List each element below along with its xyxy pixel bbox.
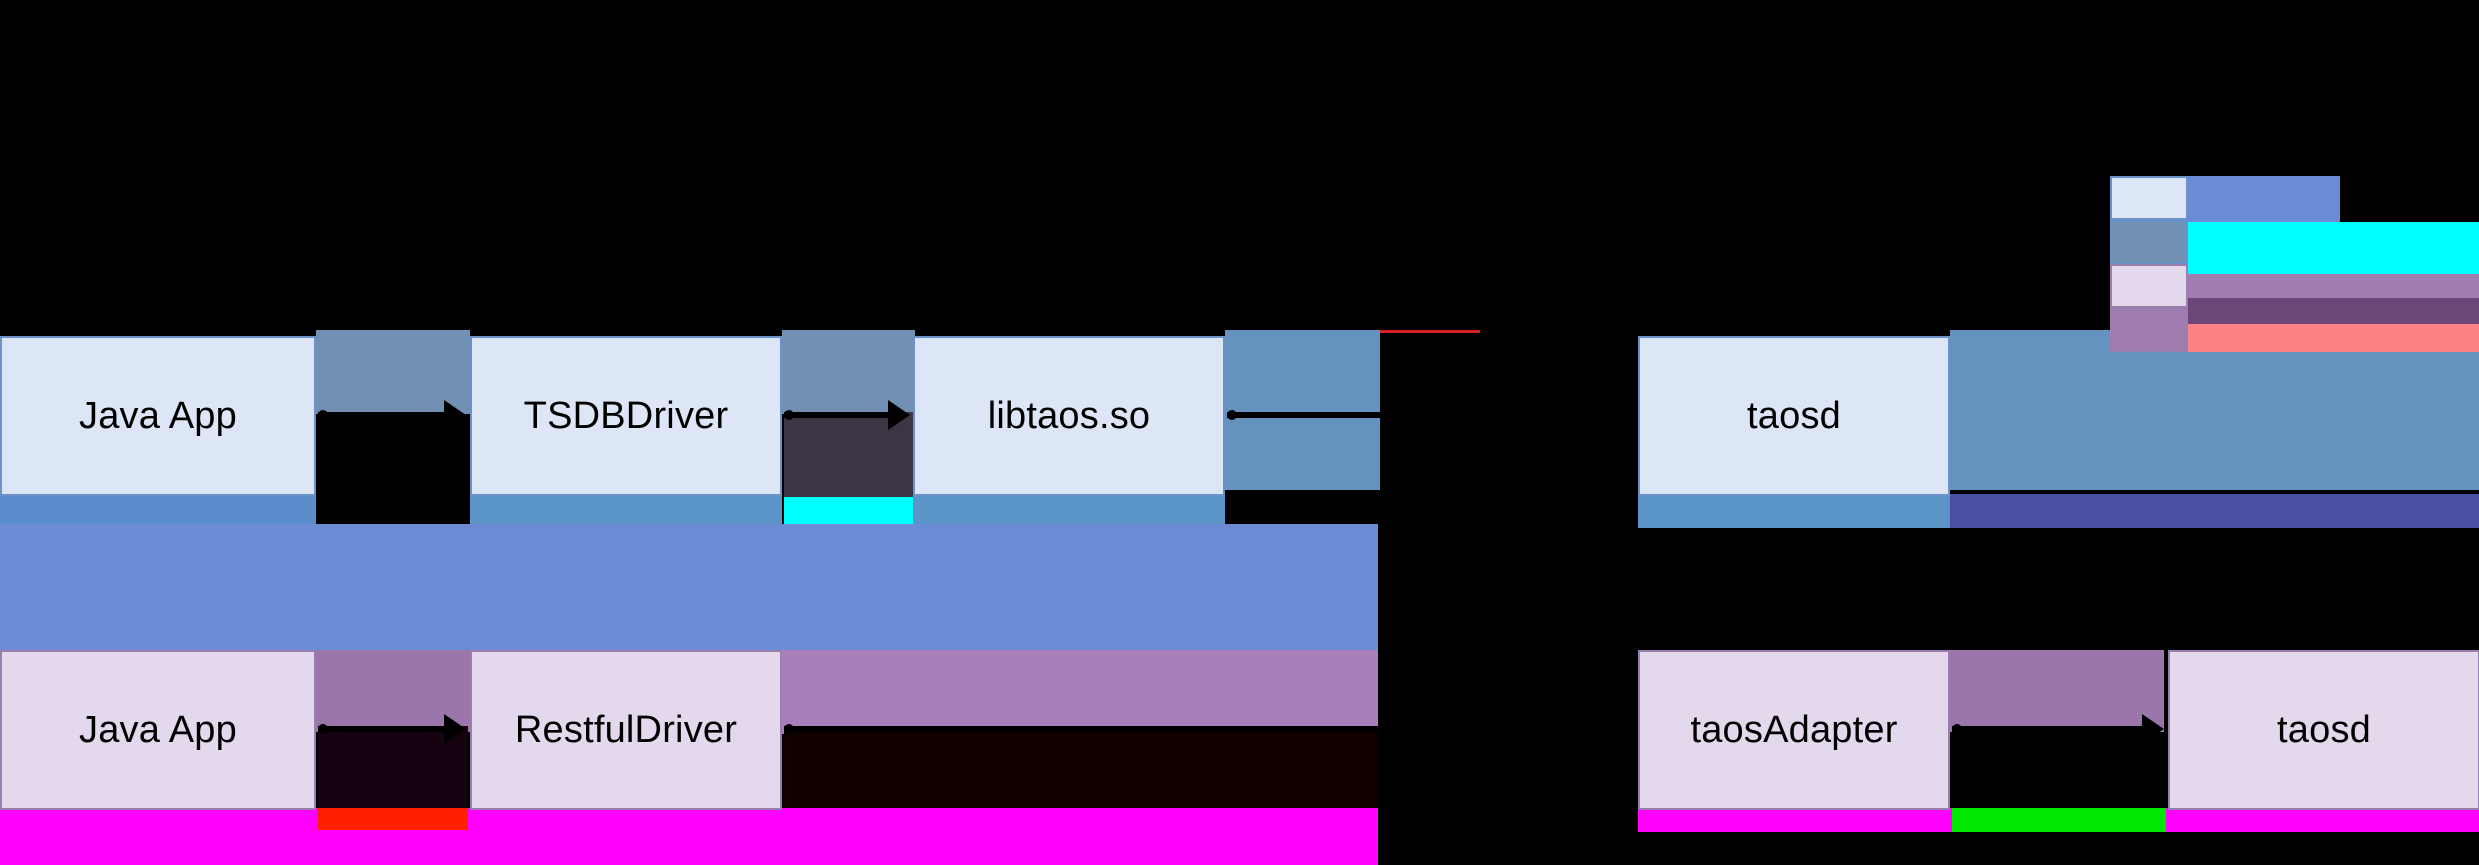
band-top-steel-d <box>1950 330 2479 490</box>
band-violet-wide <box>782 650 1378 734</box>
band-blue-wide <box>0 524 1378 652</box>
c-javaapp-restfuldriver-arrowhead-icon <box>444 714 466 744</box>
legend <box>2110 176 2479 362</box>
band-magenta-a <box>0 808 318 832</box>
c-tsdbdriver-libtaos-line <box>784 412 890 418</box>
band-legend-plum <box>2188 274 2479 302</box>
c-javaapp-tsdbdriver-arrowhead-icon <box>444 400 466 430</box>
node-label-restful-driver: RestfulDriver <box>514 709 738 751</box>
c-tsdbdriver-libtaos-arrowhead-icon <box>888 400 910 430</box>
band-underline-e <box>1950 494 2479 528</box>
legend-native-process-swatch <box>2110 176 2188 220</box>
band-cyan-accent <box>784 497 915 527</box>
c-restfuldriver-adapter-arrowhead-icon <box>1612 714 1634 744</box>
node-taosd-rest[interactable]: taosd <box>2168 650 2479 810</box>
band-thin-red <box>1380 330 1480 333</box>
band-violet-node2 <box>1950 650 2164 732</box>
node-label-java-app-native: Java App <box>79 395 237 437</box>
node-java-app-rest[interactable]: Java App <box>0 650 316 810</box>
c-libtaos-taosd-line <box>1227 412 1615 418</box>
node-label-java-app-rest: Java App <box>79 709 237 751</box>
node-label-taosd-rest: taosd <box>2277 709 2371 751</box>
band-red-accent <box>318 808 468 832</box>
node-label-taosd-native: taosd <box>1747 395 1841 437</box>
c-restfuldriver-adapter-line <box>784 726 1614 732</box>
node-label-tsdb-driver: TSDBDriver <box>523 395 729 437</box>
band-dark-rest-b <box>784 726 1378 810</box>
band-top-steel-c <box>1225 330 1380 490</box>
band-magenta-b <box>468 808 1378 832</box>
node-java-app-native[interactable]: Java App <box>0 336 316 496</box>
node-label-libtaos-so: libtaos.so <box>987 395 1151 437</box>
node-tsdb-driver[interactable]: TSDBDriver <box>470 336 782 496</box>
node-label-taos-adapter: taosAdapter <box>1690 709 1898 751</box>
band-dark-rest-a <box>318 726 468 810</box>
band-legend-cyan <box>2188 222 2479 274</box>
c-javaapp-restfuldriver-line <box>318 726 446 732</box>
band-underline-a <box>0 494 316 528</box>
band-legend-salmon <box>2188 324 2479 352</box>
node-libtaos-so[interactable]: libtaos.so <box>913 336 1225 496</box>
band-legend-dkplum <box>2188 298 2479 324</box>
legend-rest-link-swatch <box>2110 308 2188 352</box>
c-javaapp-tsdbdriver-line <box>318 412 446 418</box>
band-magenta-c <box>1638 808 1952 832</box>
band-green-accent <box>1952 808 2166 832</box>
band-magenta-wide <box>0 830 1378 865</box>
node-restful-driver[interactable]: RestfulDriver <box>470 650 782 810</box>
band-underline-c <box>913 494 1225 528</box>
node-taos-adapter[interactable]: taosAdapter <box>1638 650 1950 810</box>
band-magenta-d <box>2166 808 2479 832</box>
legend-rest-process-swatch <box>2110 264 2188 308</box>
band-underline-b <box>470 494 782 528</box>
c-adapter-taosd-line <box>1952 726 2144 732</box>
node-taosd-native[interactable]: taosd <box>1638 336 1950 496</box>
band-underline-d <box>1638 494 1950 528</box>
c-libtaos-taosd-arrowhead-icon <box>1613 400 1635 430</box>
c-adapter-taosd-arrowhead-icon <box>2142 714 2164 744</box>
legend-native-link-swatch <box>2110 220 2188 264</box>
band-legend-blue <box>2188 176 2340 222</box>
